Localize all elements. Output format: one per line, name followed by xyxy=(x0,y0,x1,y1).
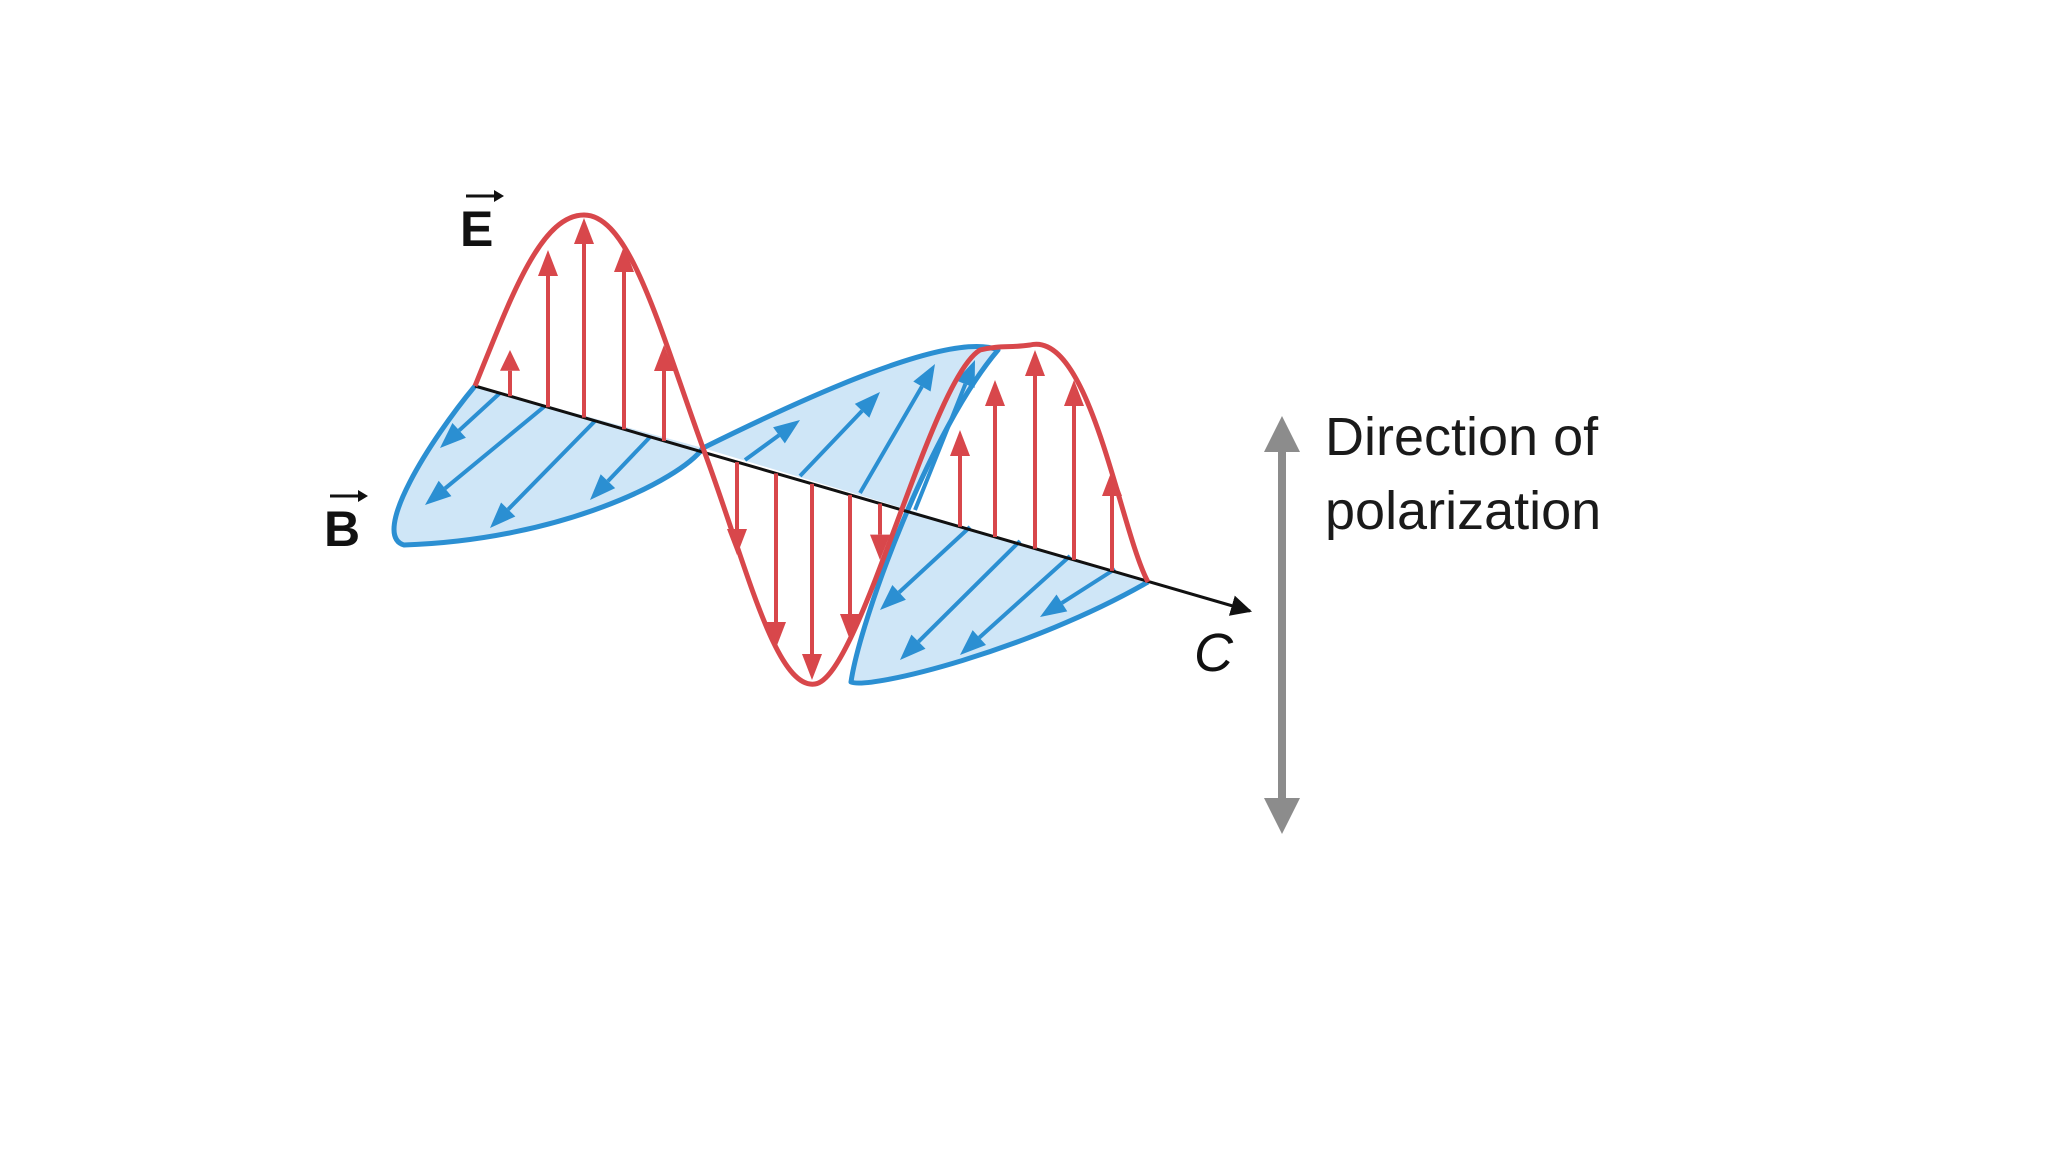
electric-field-wave xyxy=(472,212,1151,687)
electric-field-arrow xyxy=(727,462,747,555)
electric-field-arrows xyxy=(500,218,1122,680)
electric-field-arrow xyxy=(766,473,786,648)
electric-field-arrow xyxy=(950,430,970,527)
electric-field-arrow xyxy=(1102,470,1122,571)
magnetic-field-arrow xyxy=(490,419,597,528)
electric-field-arrow xyxy=(870,503,890,560)
magnetic-field-arrow xyxy=(900,539,1022,660)
electric-field-arrow xyxy=(574,218,594,418)
electric-wave-curve xyxy=(472,212,1151,687)
magnetic-field-arrow xyxy=(590,435,652,500)
magnetic-field-arrow xyxy=(743,420,800,462)
polarization-caption-line-1: Direction of xyxy=(1325,407,1599,467)
electric-field-arrow xyxy=(840,494,860,640)
polarization-caption: Direction of polarization xyxy=(1325,400,1601,548)
polarization-caption-line-2: polarization xyxy=(1325,481,1602,541)
magnetic-field-arrow xyxy=(880,525,972,610)
electric-field-arrow xyxy=(538,250,558,408)
polarization-arrow xyxy=(1264,416,1300,834)
magnetic-wave-lobe-2 xyxy=(701,344,1150,686)
magnetic-field-wave xyxy=(391,344,1150,686)
magnetic-field-arrows xyxy=(425,360,1117,660)
electric-vector-head xyxy=(494,190,504,202)
magnetic-field-arrow xyxy=(425,404,547,505)
magnetic-field-arrow xyxy=(798,392,880,478)
propagation-axis xyxy=(474,384,1253,616)
electric-field-label: E xyxy=(460,201,493,257)
magnetic-field-arrow xyxy=(960,554,1072,655)
magnetic-field-arrow xyxy=(858,364,935,495)
electric-field-arrow xyxy=(1025,350,1045,549)
magnetic-field-label: B xyxy=(324,501,360,557)
magnetic-vector-head xyxy=(358,490,368,502)
magnetic-field-arrow xyxy=(1040,567,1117,617)
electric-field-arrow xyxy=(654,345,674,441)
electric-field-arrow xyxy=(985,380,1005,537)
electric-field-arrow xyxy=(802,483,822,680)
magnetic-field-arrow xyxy=(440,391,502,448)
electric-field-arrow xyxy=(500,350,520,397)
magnetic-field-arrow xyxy=(913,360,975,511)
electric-field-arrow xyxy=(1064,380,1084,560)
magnetic-wave-lobe-1 xyxy=(391,384,706,548)
speed-of-light-label: C xyxy=(1194,623,1234,683)
electric-field-arrow xyxy=(614,246,634,430)
